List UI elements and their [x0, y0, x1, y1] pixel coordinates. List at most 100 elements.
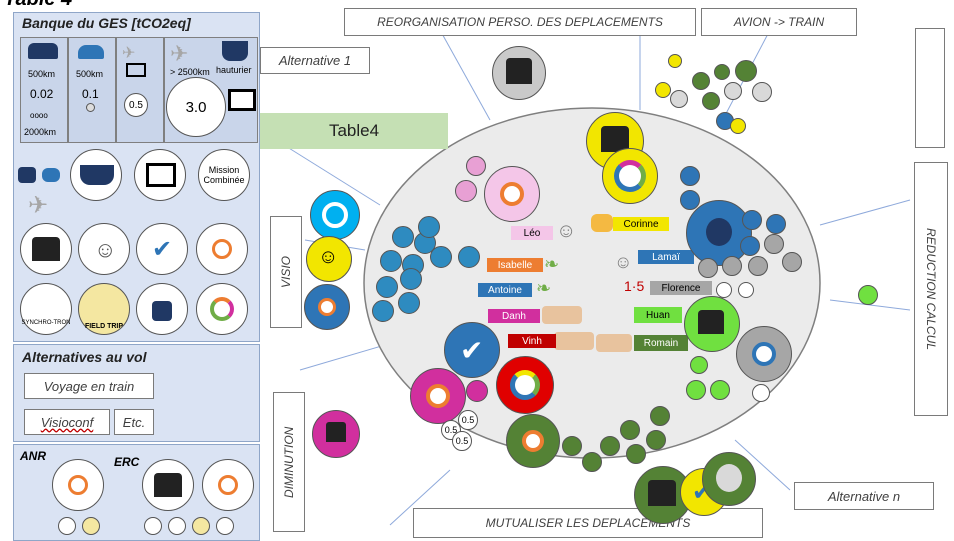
blue-screen-3 [742, 210, 762, 230]
green-laurel-icon [716, 464, 742, 492]
name-tag-lamai: Lamaï [638, 250, 694, 264]
blue-ship-3 [418, 216, 440, 238]
ship-token-icon [80, 165, 114, 185]
flight-alternatives-panel: Alternatives au vol Voyage en train Visi… [13, 344, 260, 442]
gray-network-icon [752, 342, 776, 366]
flight-alternatives-title: Alternatives au vol [22, 349, 147, 365]
reorg-label: REORGANISATION PERSO. DES DEPLACEMENTS [344, 8, 696, 36]
visio-label-text: VISIO [279, 256, 293, 289]
ges-bank-title: Banque du GES [tCO2eq] [22, 15, 191, 31]
cluster-token-11 [730, 118, 746, 134]
ges-bank-panel: Banque du GES [tCO2eq] 500km 0.02 oooo 2… [13, 12, 260, 342]
green-ship-1 [562, 436, 582, 456]
gray-ship-1 [698, 258, 718, 278]
cluster-token-6 [670, 90, 688, 108]
screen-big-icon [146, 163, 176, 187]
name-corinne: Corinne [623, 218, 659, 230]
blue-runner-icon: ✔ [460, 335, 484, 366]
green-podium-big-icon [648, 480, 676, 506]
etc-option: Etc. [114, 409, 154, 435]
mission-token: Mission Combinée [198, 149, 250, 201]
laurel-icon: ☺ [94, 237, 117, 262]
train-small-icon [18, 167, 36, 183]
cluster-token-5 [655, 82, 671, 98]
huan-faces-icon [554, 332, 594, 350]
red-cycle-icon [510, 370, 540, 400]
train-dist: 500km [76, 69, 104, 79]
blue-screen-5 [740, 236, 760, 256]
pink-ship-token-2 [455, 180, 477, 202]
visio-network-icon [318, 298, 336, 316]
isabelle-bird-icon: ❧ [544, 254, 560, 274]
ship-label: hauturier [216, 65, 252, 75]
green-small-1 [690, 356, 708, 374]
name-huan: Huan [646, 309, 670, 321]
green-ship-7 [650, 406, 670, 426]
electric-car-icon [78, 45, 104, 59]
blue-screen-6 [764, 234, 784, 254]
page-heading: Table 4 [4, 0, 72, 11]
danh-faces-icon [542, 306, 582, 324]
visio-label: VISIO [270, 216, 302, 328]
erc-small-token-2 [168, 517, 186, 535]
blue-ship-6 [430, 246, 452, 268]
red-cycle-token [496, 356, 554, 414]
screen-token: 0.5 [124, 93, 148, 117]
magenta-small-token [466, 380, 488, 402]
cluster-token-3 [714, 64, 730, 80]
synchrotron-token: SYNCHRO-TRON [20, 283, 72, 335]
big-val: 3.0 [185, 98, 207, 116]
magenta-network-icon [426, 384, 450, 408]
plane-to-train-label: AVION -> TRAIN [701, 8, 857, 36]
cluster-token-4 [735, 60, 757, 82]
val-a: 0.5 [461, 415, 475, 425]
runner-icon: ✔ [152, 236, 173, 263]
blue-screen-4 [766, 214, 786, 234]
car-small-icon [42, 168, 60, 182]
name-tag-vinh: Vinh [508, 334, 556, 348]
train-val: 0.1 [82, 87, 99, 101]
alternative-1-label: Alternative 1 [260, 47, 370, 74]
plane-dist: > 2500km [170, 67, 210, 77]
train-option: Voyage en train [24, 373, 154, 399]
alternative-n-label: Alternative n [794, 482, 934, 510]
name-lamai: Lamaï [652, 251, 680, 263]
blue-ship-1 [392, 226, 414, 248]
cluster-token-7 [702, 92, 720, 110]
car-icon [28, 43, 58, 59]
cluster-token-9 [752, 82, 772, 102]
cycle-token [196, 283, 248, 335]
gray-podium-icon [506, 58, 532, 84]
name-tag-huan: Huan [634, 307, 682, 323]
yellow-cycle-icon [614, 160, 646, 192]
reduction-label: REDUCTION CALCUL [914, 162, 948, 416]
name-danh: Danh [502, 310, 526, 322]
table4-label: Table4 [260, 113, 448, 149]
fieldtrip-label: FIELD TRIP [84, 323, 124, 330]
name-florence: Florence [661, 282, 701, 294]
green-small-3 [710, 380, 730, 400]
screen-box [116, 37, 164, 143]
green-ship-4 [620, 420, 640, 440]
visio-cycle-icon [322, 202, 348, 228]
name-antoine: Antoine [488, 284, 522, 296]
table4-text: Table4 [328, 121, 380, 140]
cycle-icon [210, 297, 234, 321]
podium-icon [32, 237, 60, 261]
green-screen-outside [858, 285, 878, 305]
name-tag-antoine: Antoine [478, 283, 532, 297]
ship-icon [222, 41, 248, 61]
blue-screen-1 [680, 166, 700, 186]
green-ship-6 [646, 430, 666, 450]
gray-ship-4 [782, 252, 802, 272]
erc-small-token-4 [216, 517, 234, 535]
visio-laurel-token [306, 236, 352, 282]
val-b: 0.5 [444, 425, 458, 435]
romain-faces-icon [596, 334, 632, 352]
erc-small-token-1 [144, 517, 162, 535]
val-c: 0.5 [455, 436, 469, 446]
diminution-podium-icon [326, 422, 346, 442]
erc-network-icon [218, 475, 238, 495]
gray-screen-2 [738, 282, 754, 298]
big-token: 3.0 [166, 77, 226, 137]
